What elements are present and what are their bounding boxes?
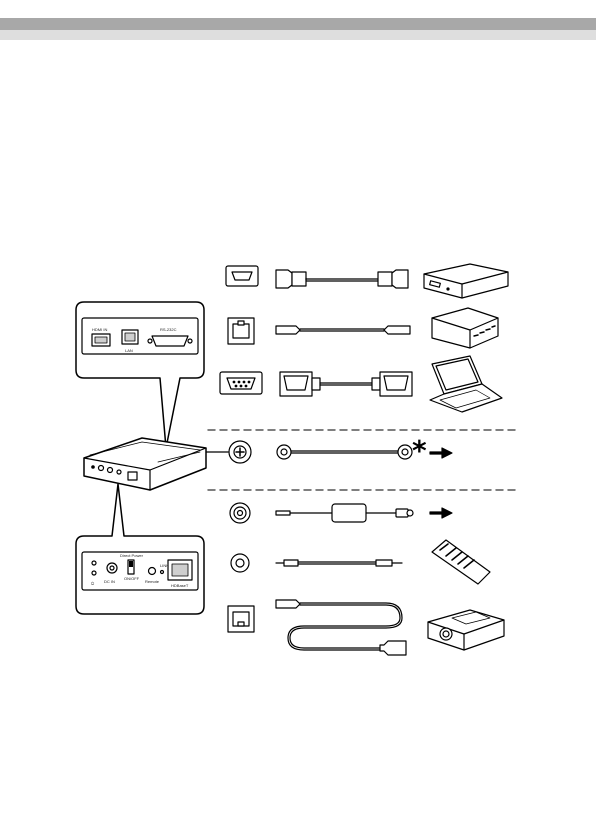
lan-port-icon (228, 318, 254, 344)
top-panel-callout: HDMI IN LAN RS-232C (76, 302, 204, 448)
remote-label: Remote (145, 579, 160, 584)
lan-cable (276, 326, 410, 334)
remote-cable (276, 560, 402, 566)
on-off-label: ON/OFF (124, 576, 140, 581)
audio-jack-icon (231, 554, 249, 572)
ground-terminal-icon (229, 441, 251, 463)
ground-wire (277, 445, 412, 459)
video-source-device-icon (424, 264, 508, 298)
rs232c-port-label: RS-232C (160, 327, 177, 332)
dc-in-label: DC IN (104, 579, 115, 584)
direct-power-label: Direct Power (120, 553, 144, 558)
device-rj45-icon (128, 472, 137, 480)
power-cable (276, 504, 413, 522)
serial-port-icon (220, 372, 262, 394)
rj45-port-icon (228, 606, 254, 632)
arrow-right-icon-2 (430, 508, 452, 518)
hdmi-port-label: HDMI IN (92, 327, 107, 332)
link-label: LINK (160, 563, 169, 568)
laptop-computer-icon (430, 356, 502, 412)
hdbaset-transmitter-box (84, 438, 206, 490)
lan-port-label: LAN (125, 348, 133, 353)
hdbaset-cable (276, 600, 406, 655)
power-jack-icon (230, 503, 250, 523)
projector-icon (428, 610, 504, 650)
front-panel-callout: ⏻ DC IN Direct Power ON/OFF Remote HDBas… (76, 484, 204, 614)
rs232c-cable (280, 372, 412, 396)
network-hub-icon (432, 308, 498, 348)
serial-port-icon (152, 336, 188, 346)
hdmi-cable (276, 270, 408, 288)
arrow-right-icon (430, 448, 452, 458)
remote-jack-icon (149, 568, 156, 575)
hdmi-port-icon (226, 266, 258, 286)
footnote-asterisk: * (412, 434, 427, 467)
hdbaset-label: HDBaseT (171, 583, 189, 588)
remote-control-icon (432, 540, 490, 584)
